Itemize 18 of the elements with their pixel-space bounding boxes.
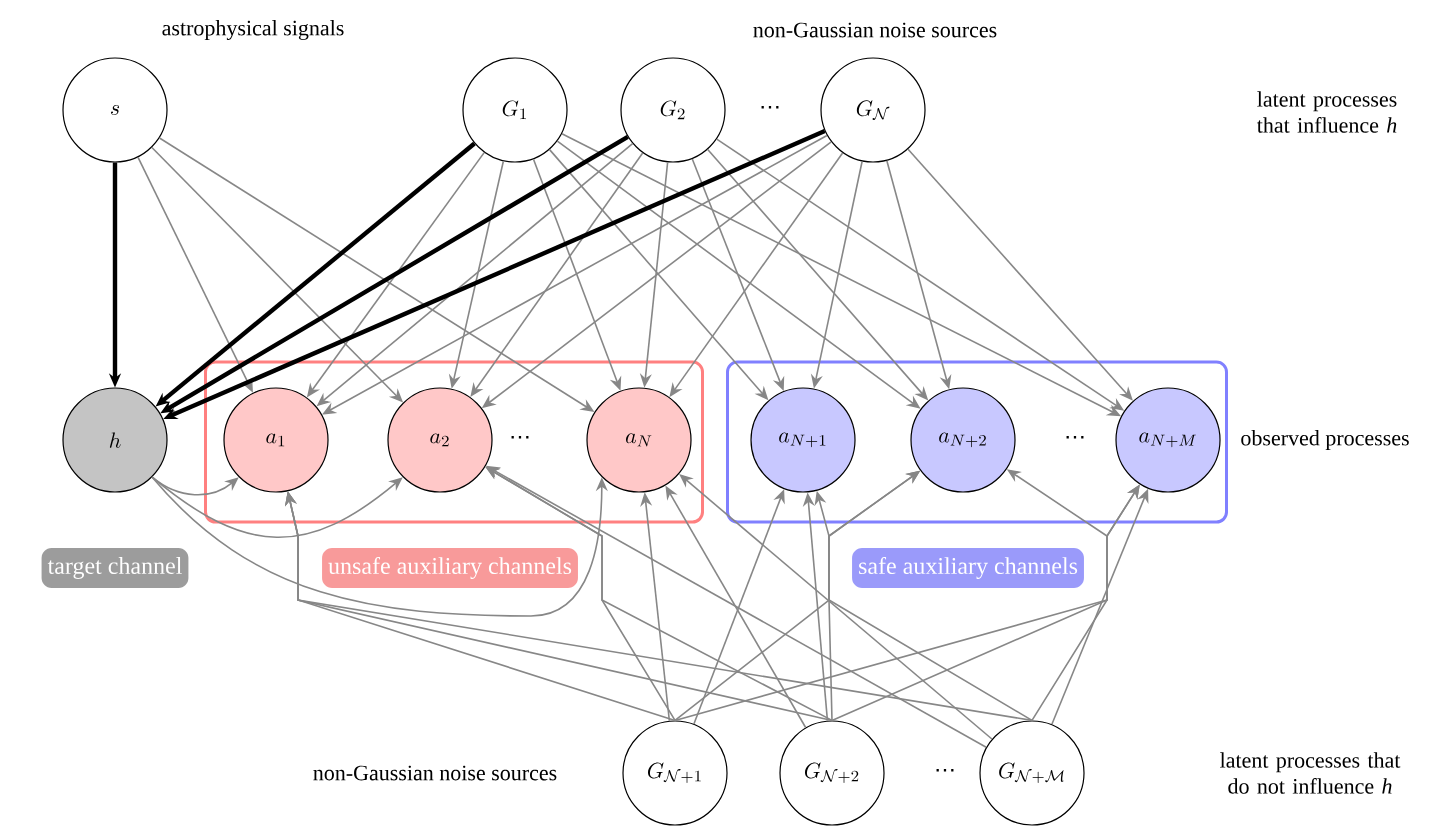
arrow: [679, 474, 993, 740]
channel-tag: safe auxiliary channels: [852, 548, 1084, 588]
group-frame: [204, 360, 704, 524]
arrow: [151, 476, 403, 539]
group-frame: [726, 360, 1228, 524]
heading-label: non-Gaussian noise sources: [313, 765, 557, 781]
channel-tag: unsafe auxiliary channels: [322, 548, 578, 588]
heading-label: non-Gaussian noise sources: [753, 22, 997, 38]
row-label: latent processes that do not influence h: [1220, 752, 1401, 794]
ellipsis: ⋯: [761, 105, 779, 109]
row-label: observed processes: [1241, 430, 1409, 450]
ellipsis: ⋯: [1066, 435, 1084, 439]
heading-label: astrophysical signals: [162, 20, 344, 40]
ellipsis: ⋯: [511, 435, 529, 439]
channel-tag: target channel: [41, 548, 189, 588]
arrow: [907, 148, 1133, 401]
row-label: latent processes that influence h: [1257, 91, 1397, 133]
ellipsis: ⋯: [936, 768, 954, 772]
